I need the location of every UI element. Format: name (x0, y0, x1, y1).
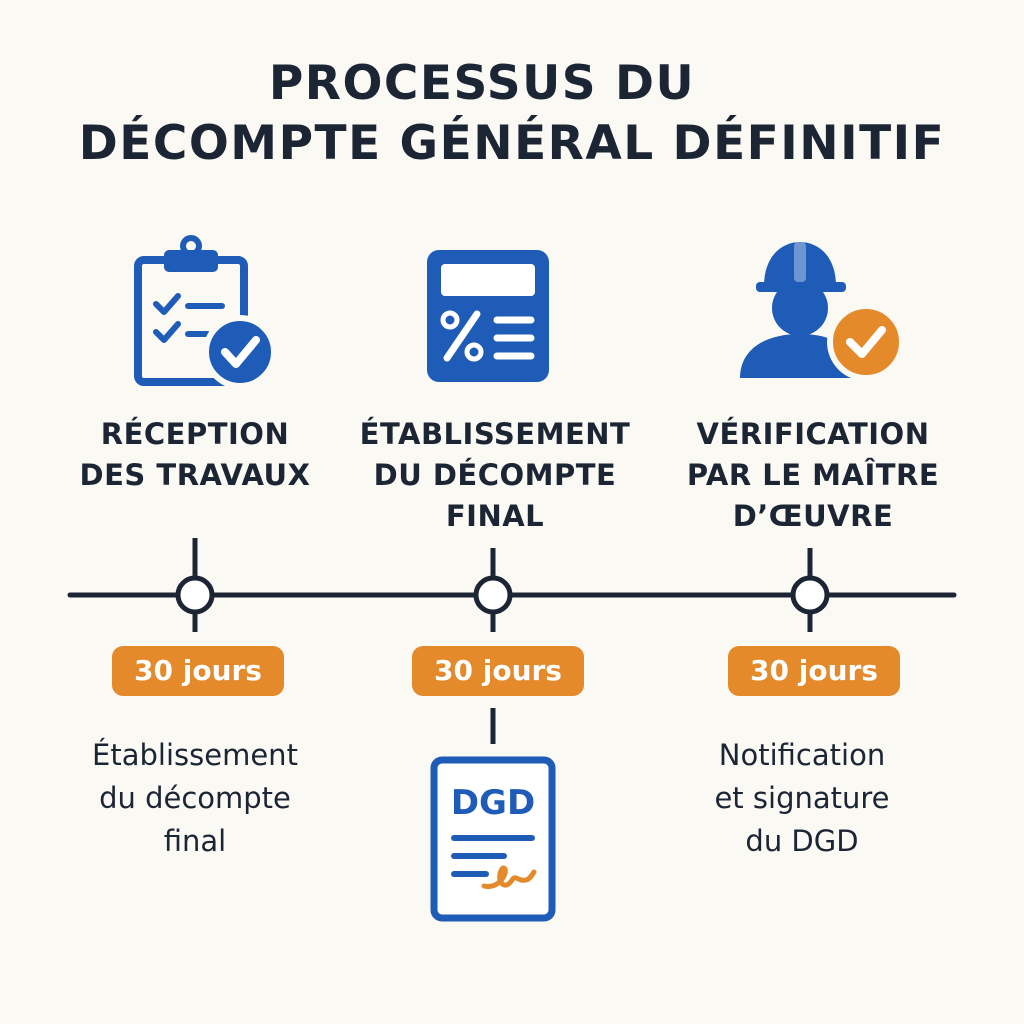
document-connector (490, 708, 496, 744)
timeline-node-2 (473, 575, 513, 615)
signed-document-icon: DGD (430, 756, 556, 922)
step-3-description: Notification et signature du DGD (714, 738, 890, 858)
timeline-node-3 (790, 575, 830, 615)
engineer-check-icon (740, 242, 905, 381)
title-line-1: PROCESSUS DU (268, 56, 696, 111)
duration-badge-3: 30 jours (728, 646, 900, 696)
duration-badge-2: 30 jours (412, 646, 584, 696)
timeline-node-1 (175, 575, 215, 615)
duration-badge-1: 30 jours (112, 646, 284, 696)
timeline (67, 538, 957, 632)
step-1-description: Établissement du décompte final (92, 738, 298, 858)
calculator-percent-icon (427, 250, 549, 382)
title-line-2: DÉCOMPTE GÉNÉRAL DÉFINITIF (78, 116, 946, 171)
step-2-label: ÉTABLISSEMENT DU DÉCOMPTE FINAL (359, 417, 631, 533)
document-label: DGD (451, 783, 535, 823)
clipboard-check-icon (134, 235, 277, 389)
step-1-label: RÉCEPTION DES TRAVAUX (79, 417, 311, 492)
step-3-label: VÉRIFICATION PAR LE MAÎTRE D’ŒUVRE (686, 417, 940, 533)
